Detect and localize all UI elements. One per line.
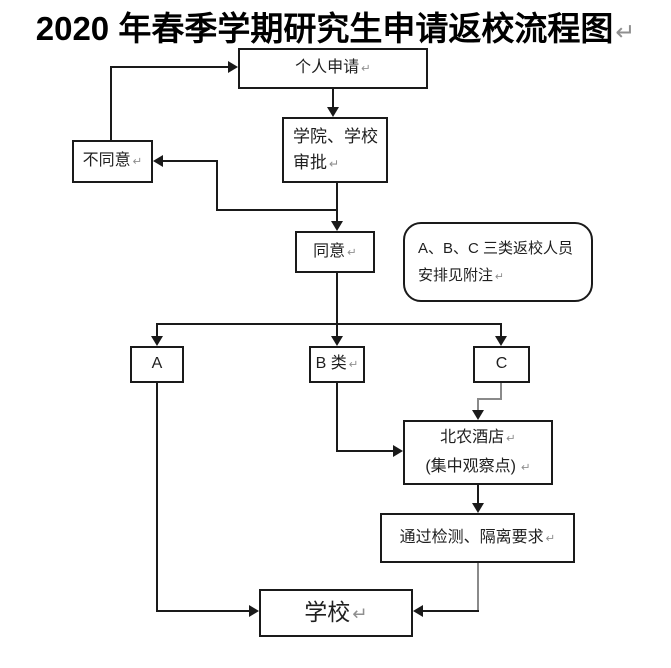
return-mark-icon: ↵ <box>506 432 516 445</box>
connector-c-hotel-horizontal <box>477 398 502 400</box>
note-line1: A、B、C 三类返校人员 <box>418 240 574 257</box>
node-label: 学校↵ <box>304 599 368 626</box>
node-label: 同意↵ <box>313 242 357 260</box>
connector-review-disagree-vertical <box>216 160 218 211</box>
node-college-school-review: 学院、学校 审批↵ <box>282 117 388 183</box>
connector-a-school-horizontal <box>156 610 251 612</box>
note-line2: 安排见附注↵ <box>418 267 505 284</box>
connector-branch-b <box>336 324 338 337</box>
node-label-line1: 北农酒店↵ <box>440 428 516 446</box>
return-mark-icon: ↵ <box>545 532 556 545</box>
page-title: 2020 年春季学期研究生申请返校流程图↵ <box>0 2 671 50</box>
arrowhead-right-icon <box>393 445 403 457</box>
connector-branch-bar <box>156 323 502 325</box>
connector-test-school-horizontal <box>423 610 479 612</box>
node-label: C <box>495 355 508 373</box>
arrowhead-down-icon <box>495 336 507 346</box>
connector-test-school-vertical <box>477 563 479 611</box>
arrowhead-right-icon <box>249 605 259 617</box>
connector-review-disagree-horizontal <box>216 209 338 211</box>
node-label: A <box>151 355 163 373</box>
return-mark-icon: ↵ <box>495 271 505 283</box>
node-category-b: B 类↵ <box>309 346 365 383</box>
note-callout-abc-categories: A、B、C 三类返校人员 安排见附注↵ <box>403 222 593 302</box>
connector-disagree-application-horizontal <box>110 66 230 68</box>
return-mark-icon: ↵ <box>348 359 359 372</box>
return-mark-icon: ↵ <box>347 246 357 259</box>
return-mark-icon: ↵ <box>521 461 531 474</box>
connector-branch-a <box>156 324 158 337</box>
node-agree: 同意↵ <box>295 231 375 273</box>
connector-application-review <box>332 89 334 109</box>
connector-disagree-application-vertical <box>110 67 112 140</box>
return-mark-icon: ↵ <box>615 19 636 46</box>
connector-c-hotel-vertical1 <box>500 383 502 400</box>
node-category-c: C <box>473 346 530 383</box>
arrowhead-down-icon <box>151 336 163 346</box>
arrowhead-down-icon <box>472 503 484 513</box>
connector-b-hotel-vertical <box>336 383 338 452</box>
arrowhead-down-icon <box>331 221 343 231</box>
return-mark-icon: ↵ <box>329 157 340 171</box>
return-mark-icon: ↵ <box>132 156 143 169</box>
arrowhead-right-icon <box>228 61 238 73</box>
node-disagree: 不同意↵ <box>72 140 153 183</box>
node-label: B 类↵ <box>315 355 359 373</box>
return-mark-icon: ↵ <box>361 63 371 76</box>
arrowhead-left-icon <box>153 155 163 167</box>
node-school: 学校↵ <box>259 589 413 637</box>
node-beinong-hotel-observation: 北农酒店↵ (集中观察点)↵ <box>403 420 553 485</box>
arrowhead-down-icon <box>331 336 343 346</box>
connector-review-agree <box>336 183 338 223</box>
connector-agree-branch <box>336 273 338 325</box>
arrowhead-down-icon <box>472 410 484 420</box>
return-mark-icon: ↵ <box>352 603 368 625</box>
connector-c-hotel-vertical2 <box>477 398 479 411</box>
connector-b-hotel-horizontal <box>336 450 394 452</box>
node-personal-application: 个人申请↵ <box>238 48 428 89</box>
node-label-line2: 审批↵ <box>293 153 340 172</box>
node-label: 通过检测、隔离要求↵ <box>399 528 556 546</box>
arrowhead-down-icon <box>327 107 339 117</box>
node-label-line1: 学院、学校 <box>293 126 378 146</box>
page-title-text: 2020 年春季学期研究生申请返校流程图 <box>35 10 614 47</box>
connector-review-disagree-entry <box>163 160 218 162</box>
connector-a-school-vertical <box>156 383 158 612</box>
connector-branch-c <box>500 324 502 337</box>
node-pass-testing-quarantine: 通过检测、隔离要求↵ <box>380 513 575 563</box>
node-label: 不同意↵ <box>82 152 143 170</box>
node-category-a: A <box>130 346 184 383</box>
node-label-line2: (集中观察点)↵ <box>425 457 531 475</box>
node-label: 个人申请↵ <box>295 59 371 77</box>
arrowhead-left-icon <box>413 605 423 617</box>
connector-hotel-test <box>477 485 479 504</box>
